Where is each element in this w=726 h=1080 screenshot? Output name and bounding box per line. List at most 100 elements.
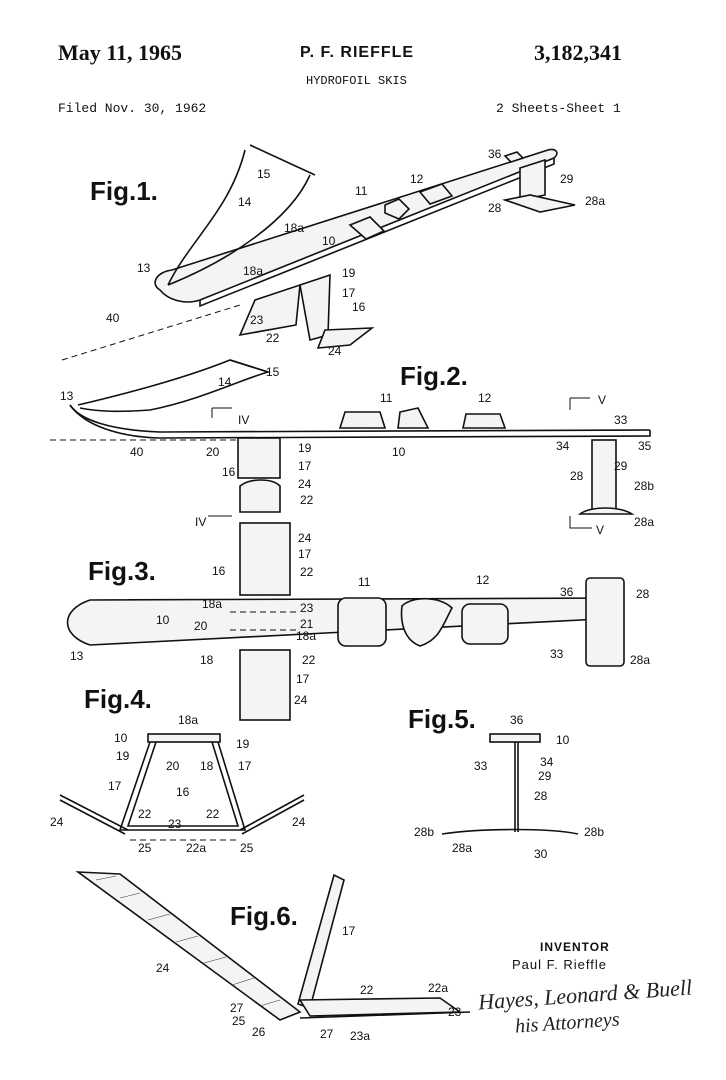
svg-text:16: 16 <box>352 300 366 314</box>
patent-title: HYDROFOIL SKIS <box>306 74 407 88</box>
svg-text:34: 34 <box>556 439 570 453</box>
svg-text:16: 16 <box>176 785 190 799</box>
svg-text:10: 10 <box>114 731 128 745</box>
svg-text:29: 29 <box>538 769 552 783</box>
svg-text:12: 12 <box>410 172 424 186</box>
svg-text:24: 24 <box>292 815 306 829</box>
svg-text:22a: 22a <box>186 841 206 855</box>
svg-text:36: 36 <box>560 585 574 599</box>
svg-text:10: 10 <box>156 613 170 627</box>
svg-text:18: 18 <box>200 759 214 773</box>
svg-text:17: 17 <box>298 547 312 561</box>
svg-text:11: 11 <box>358 575 371 589</box>
svg-text:24: 24 <box>156 961 170 975</box>
svg-text:34: 34 <box>540 755 554 769</box>
svg-text:22: 22 <box>266 331 280 345</box>
svg-text:12: 12 <box>478 391 492 405</box>
svg-text:16: 16 <box>222 465 236 479</box>
svg-text:16: 16 <box>212 564 226 578</box>
filed-date: Filed Nov. 30, 1962 <box>58 101 207 116</box>
svg-text:IV: IV <box>238 413 249 427</box>
svg-text:22: 22 <box>300 565 314 579</box>
svg-text:26: 26 <box>252 1025 266 1039</box>
svg-text:17: 17 <box>298 459 312 473</box>
svg-text:20: 20 <box>206 445 220 459</box>
inventor-label: INVENTOR <box>540 940 610 954</box>
svg-text:36: 36 <box>488 147 502 161</box>
svg-text:30: 30 <box>534 847 548 861</box>
svg-text:28: 28 <box>534 789 548 803</box>
svg-text:24: 24 <box>294 693 308 707</box>
svg-text:35: 35 <box>638 439 652 453</box>
svg-text:27: 27 <box>230 1001 244 1015</box>
svg-text:15: 15 <box>257 167 271 181</box>
svg-text:21: 21 <box>300 617 314 631</box>
svg-text:13: 13 <box>137 261 151 275</box>
svg-text:22: 22 <box>206 807 220 821</box>
svg-text:25: 25 <box>138 841 152 855</box>
svg-text:17: 17 <box>342 924 356 938</box>
svg-text:19: 19 <box>298 441 312 455</box>
svg-text:24: 24 <box>50 815 64 829</box>
svg-text:11: 11 <box>355 184 368 198</box>
svg-text:40: 40 <box>106 311 120 325</box>
svg-text:17: 17 <box>342 286 356 300</box>
svg-text:15: 15 <box>266 365 280 379</box>
svg-text:10: 10 <box>556 733 570 747</box>
svg-text:18a: 18a <box>202 597 222 611</box>
svg-text:24: 24 <box>298 531 312 545</box>
inventor-name: Paul F. Rieffle <box>512 957 607 972</box>
svg-text:10: 10 <box>322 234 336 248</box>
svg-text:10: 10 <box>392 445 406 459</box>
svg-text:36: 36 <box>510 713 524 727</box>
svg-text:19: 19 <box>342 266 356 280</box>
svg-text:14: 14 <box>218 375 232 389</box>
svg-text:28a: 28a <box>585 194 605 208</box>
svg-text:25: 25 <box>232 1014 246 1028</box>
svg-text:V: V <box>598 393 606 407</box>
svg-text:22: 22 <box>138 807 152 821</box>
svg-text:28a: 28a <box>630 653 650 667</box>
svg-text:23: 23 <box>300 601 314 615</box>
svg-text:22: 22 <box>360 983 374 997</box>
patent-number: 3,182,341 <box>534 40 622 65</box>
svg-text:28a: 28a <box>634 515 654 529</box>
svg-text:28: 28 <box>570 469 584 483</box>
svg-text:19: 19 <box>116 749 130 763</box>
fig4-label: Fig.4. <box>84 684 152 714</box>
fig2-label: Fig.2. <box>400 361 468 391</box>
svg-text:28a: 28a <box>452 841 472 855</box>
sheet-indicator: 2 Sheets-Sheet 1 <box>496 101 621 116</box>
svg-text:29: 29 <box>560 172 574 186</box>
svg-text:18: 18 <box>200 653 214 667</box>
svg-text:IV: IV <box>195 515 206 529</box>
svg-text:33: 33 <box>550 647 564 661</box>
svg-text:18a: 18a <box>296 629 316 643</box>
svg-text:28: 28 <box>636 587 650 601</box>
svg-text:13: 13 <box>70 649 84 663</box>
svg-text:28b: 28b <box>414 825 434 839</box>
svg-text:18a: 18a <box>284 221 304 235</box>
svg-text:29: 29 <box>614 459 628 473</box>
svg-text:23: 23 <box>250 313 264 327</box>
svg-text:20: 20 <box>194 619 208 633</box>
svg-text:23a: 23a <box>350 1029 370 1043</box>
svg-text:17: 17 <box>238 759 252 773</box>
svg-text:11: 11 <box>380 391 393 405</box>
svg-text:12: 12 <box>476 573 490 587</box>
fig6-label: Fig.6. <box>230 901 298 931</box>
svg-text:18a: 18a <box>243 264 263 278</box>
svg-text:22: 22 <box>300 493 314 507</box>
svg-text:24: 24 <box>328 344 342 358</box>
svg-text:33: 33 <box>474 759 488 773</box>
svg-text:22: 22 <box>302 653 316 667</box>
svg-text:25: 25 <box>240 841 254 855</box>
fig5-label: Fig.5. <box>408 704 476 734</box>
svg-text:40: 40 <box>130 445 144 459</box>
svg-text:22a: 22a <box>428 981 448 995</box>
